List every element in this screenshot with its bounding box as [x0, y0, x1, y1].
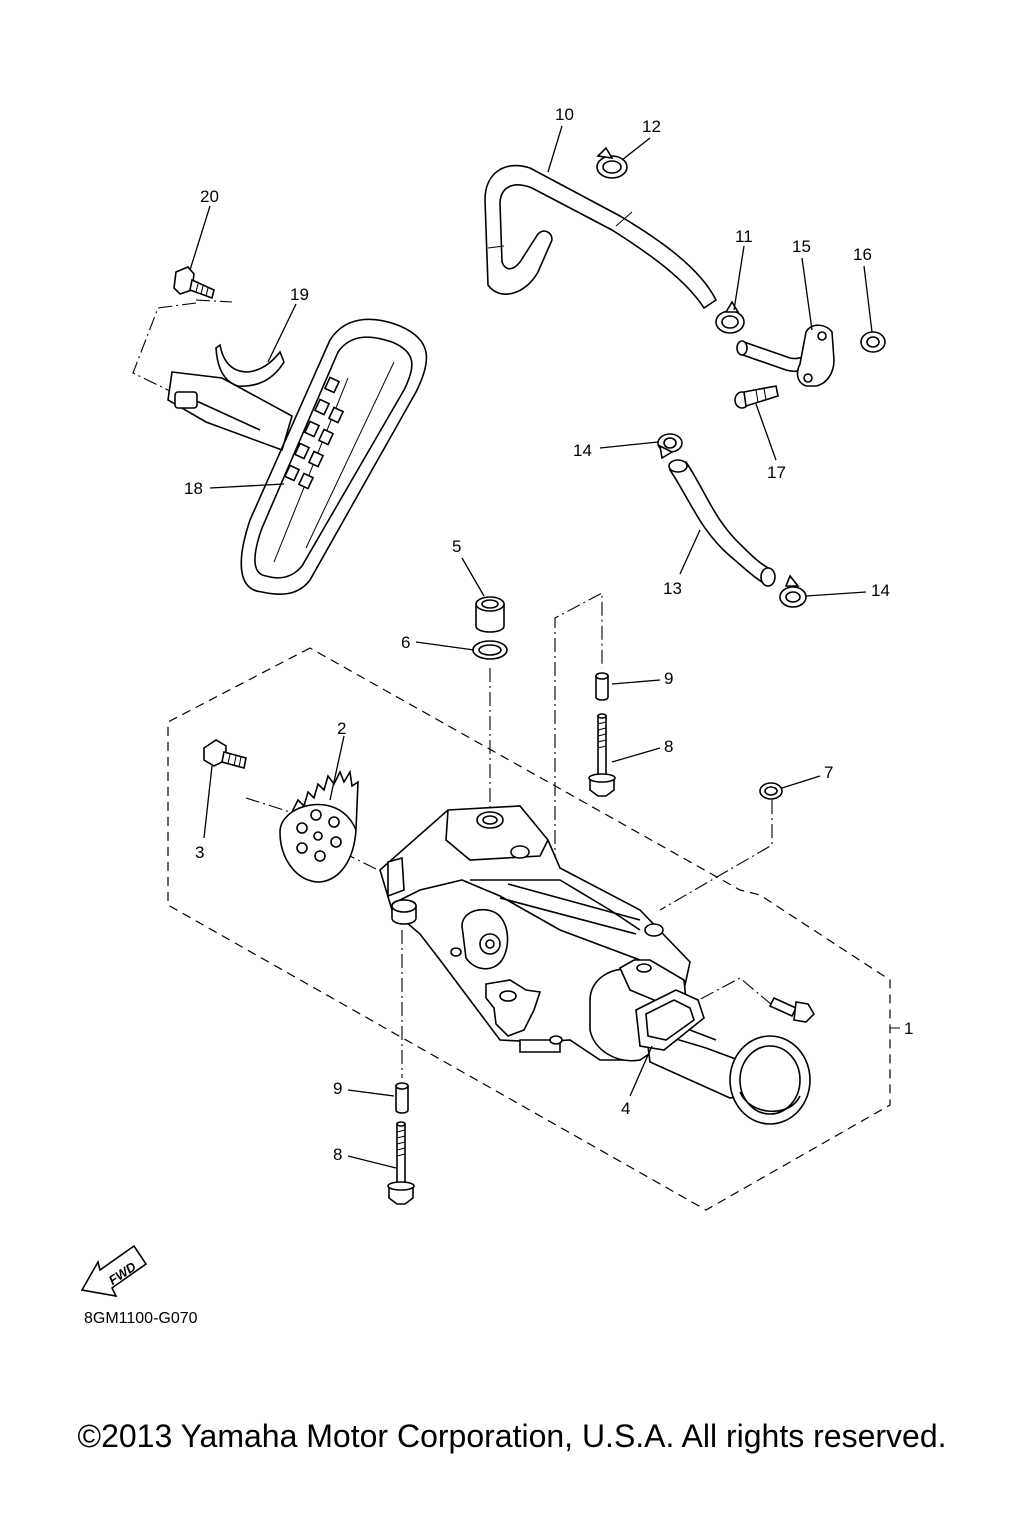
svg-text:10: 10: [555, 105, 574, 124]
svg-text:6: 6: [401, 633, 410, 652]
oring-6-icon: [472, 640, 508, 660]
svg-text:9: 9: [664, 669, 673, 688]
svg-text:8: 8: [333, 1145, 342, 1164]
copyright-notice: ©2013 Yamaha Motor Corporation, U.S.A. A…: [77, 1418, 947, 1454]
oring-16-icon: [860, 331, 886, 353]
svg-text:17: 17: [767, 463, 786, 482]
bolt-3-icon: [203, 739, 247, 769]
svg-text:5: 5: [452, 537, 461, 556]
hose-13-icon: [668, 459, 776, 587]
gasket-4-icon: [635, 989, 705, 1051]
callout-15: 15: [792, 237, 813, 331]
hose-10-icon: [484, 164, 718, 310]
callout-11: 11: [733, 227, 753, 311]
dowel-pin-9-upper-icon: [595, 672, 609, 701]
bolt-20-icon: [173, 266, 215, 300]
callout-14-lower: 14: [805, 581, 890, 600]
svg-text:18: 18: [184, 479, 203, 498]
callout-3: 3: [195, 765, 213, 862]
callout-6: 6: [401, 633, 475, 652]
callout-5: 5: [452, 537, 485, 597]
pipe-15-icon: [736, 324, 835, 387]
callout-17: 17: [755, 403, 786, 482]
callout-10: 10: [547, 105, 574, 173]
svg-text:3: 3: [195, 843, 204, 862]
svg-text:7: 7: [824, 763, 833, 782]
clamp-14-upper-icon: [657, 433, 683, 460]
callout-14-upper: 14: [573, 441, 659, 460]
svg-text:15: 15: [792, 237, 811, 256]
svg-text:4: 4: [621, 1099, 630, 1118]
callout-8-lower: 8: [333, 1145, 397, 1169]
callout-16: 16: [853, 245, 873, 333]
callout-9-lower: 9: [333, 1079, 395, 1098]
svg-text:1: 1: [904, 1019, 913, 1038]
bolt-8-upper-icon: [588, 713, 616, 797]
bolt-17-icon: [734, 385, 779, 409]
svg-text:14: 14: [871, 581, 890, 600]
oring-7-icon: [759, 782, 783, 800]
callout-18: 18: [184, 479, 285, 498]
bolt-1-right-icon: [768, 996, 816, 1023]
callout-1: 1: [904, 1019, 913, 1038]
bolt-8-lower-icon: [387, 1121, 415, 1205]
svg-text:14: 14: [573, 441, 592, 460]
sprocket-2-icon: [279, 769, 359, 883]
clamp-14-lower-icon: [779, 574, 807, 608]
svg-text:20: 20: [200, 187, 219, 206]
drive-chain-18-icon: [240, 318, 428, 595]
clamp-11-icon: [715, 300, 745, 334]
svg-text:12: 12: [642, 117, 661, 136]
dowel-pin-9-lower-icon: [395, 1082, 409, 1114]
svg-text:13: 13: [663, 579, 682, 598]
svg-text:8: 8: [664, 737, 673, 756]
collar-5-icon: [475, 596, 505, 633]
chain-guide-19-icon: [167, 343, 293, 452]
clamp-12-icon: [596, 146, 628, 179]
callout-19: 19: [267, 285, 309, 363]
assembly-boundary: [167, 647, 891, 1211]
callout-9-upper: 9: [611, 669, 673, 688]
svg-text:11: 11: [735, 227, 753, 246]
callout-13: 13: [663, 529, 701, 598]
drawing-code: 8GM1100-G070: [84, 1310, 198, 1327]
svg-text:2: 2: [337, 719, 346, 738]
fwd-arrow-icon: FWD: [80, 1244, 148, 1298]
svg-text:19: 19: [290, 285, 309, 304]
callout-4: 4: [621, 1045, 653, 1118]
svg-text:16: 16: [853, 245, 872, 264]
svg-text:9: 9: [333, 1079, 342, 1098]
callout-12: 12: [621, 117, 661, 161]
callout-7: 7: [781, 763, 833, 789]
callout-2: 2: [329, 719, 346, 801]
callout-8-upper: 8: [611, 737, 673, 763]
callout-20: 20: [189, 187, 219, 271]
